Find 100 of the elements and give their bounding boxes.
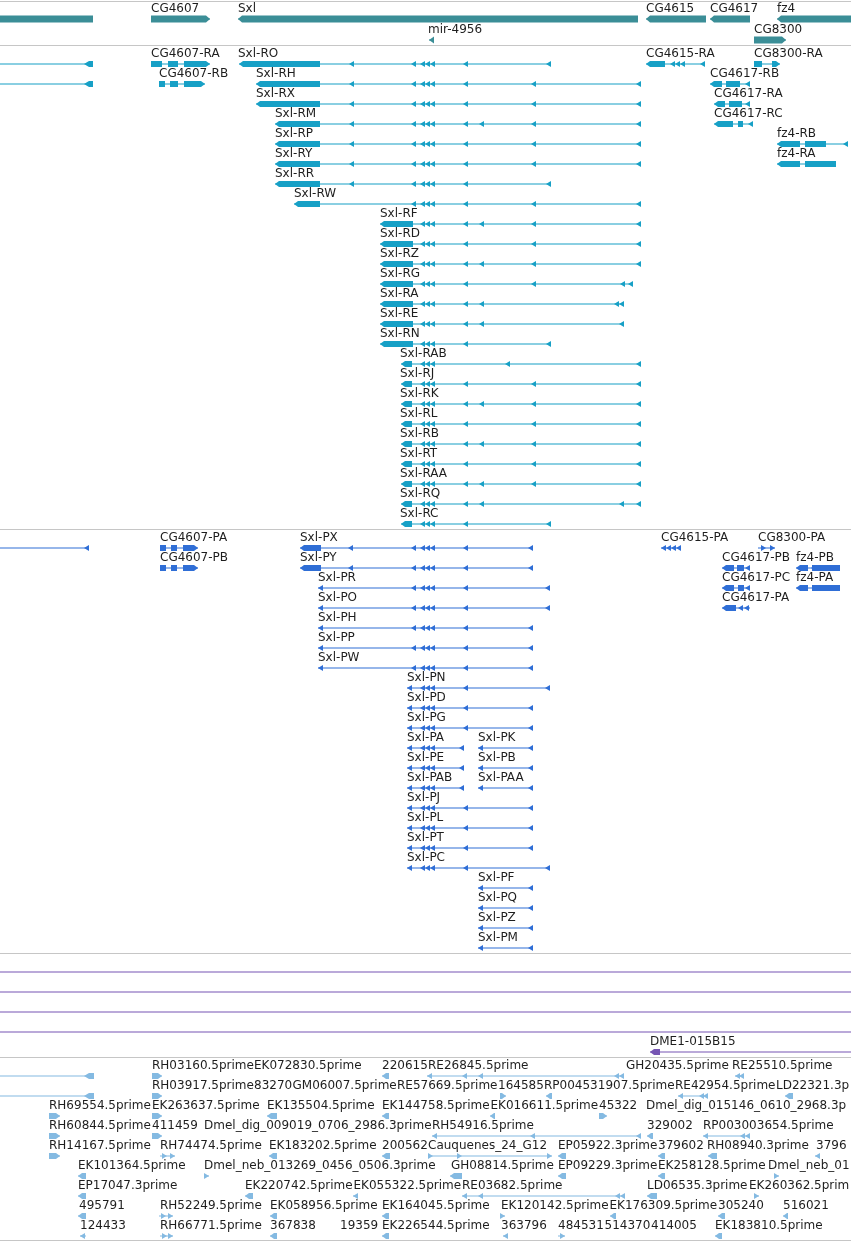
- feature-label: Sxl-RM: [275, 107, 317, 119]
- feature-label: Sxl-PM: [478, 931, 518, 943]
- feature-label: CG4617-PA: [722, 591, 790, 603]
- feature-label: CG4607-RB: [159, 67, 229, 79]
- feature-label: 164585: [498, 1079, 544, 1091]
- feature-label: Sxl-RH: [256, 67, 296, 79]
- feature-label: RH69554.5prime: [49, 1099, 151, 1111]
- feature-label: Sxl-RO: [238, 47, 279, 59]
- feature-label: RE03682.5prime: [462, 1179, 563, 1191]
- feature-label: CG4607: [151, 2, 200, 14]
- feature-label: Sxl-PH: [318, 611, 357, 623]
- feature-label: Dmel_neb_01: [768, 1159, 850, 1171]
- feature-label: EK101364.5prime: [78, 1159, 186, 1171]
- feature-label: RH03160.5prime: [152, 1059, 254, 1071]
- feature-label: RH03917.5prime: [152, 1079, 254, 1091]
- feature-label: CG4617: [710, 2, 759, 14]
- feature-label: Sxl-PK: [478, 731, 516, 743]
- feature-label: EK183810.5prime: [715, 1219, 823, 1231]
- feature-label: Sxl-RB: [400, 427, 439, 439]
- feature-label: EK120142.5prime: [501, 1199, 609, 1211]
- feature-label: Sxl-RT: [400, 447, 438, 459]
- feature-label: RH74474.5prime: [160, 1139, 262, 1151]
- feature-label: EK263637.5prime: [152, 1099, 260, 1111]
- feature-label: EK058956.5prime: [270, 1199, 378, 1211]
- feature-label: Sxl-RJ: [400, 367, 435, 379]
- feature-label: RE25510.5prime: [732, 1059, 833, 1071]
- feature-label: 495791: [79, 1199, 125, 1211]
- feature-label: RH52249.5prime: [160, 1199, 262, 1211]
- feature-label: 484531: [558, 1219, 604, 1231]
- feature-label: Sxl-RE: [380, 307, 419, 319]
- feature-label: Sxl-PO: [318, 591, 358, 603]
- feature-label: RH60844.5prime: [49, 1119, 151, 1131]
- feature-label: fz4-RA: [777, 147, 816, 159]
- feature-label: GH08814.5prime: [451, 1159, 554, 1171]
- feature-label: CG4607-PA: [160, 531, 228, 543]
- feature-label: CG4607-RA: [151, 47, 220, 59]
- feature-label: 200562: [382, 1139, 428, 1151]
- feature-label: 363796: [501, 1219, 547, 1231]
- feature-label: 220615: [382, 1059, 428, 1071]
- feature-label: fz4-RB: [777, 127, 817, 139]
- feature-label: CG8300: [754, 23, 803, 35]
- feature-label: 305240: [718, 1199, 764, 1211]
- feature-label: Sxl-PF: [478, 871, 515, 883]
- feature-label: Dmel_dig_015146_0610_2968.3p: [646, 1099, 847, 1111]
- feature-label: fz4-PB: [796, 551, 834, 563]
- feature-label: CG4607-PB: [160, 551, 228, 563]
- feature-label: EK072830.5prime: [254, 1059, 362, 1071]
- feature-label: LD22321.3p: [776, 1079, 850, 1091]
- feature-label: 379602: [658, 1139, 704, 1151]
- feature-label: Sxl-RP: [275, 127, 313, 139]
- feature-label: fz4: [777, 2, 796, 14]
- feature-label: Sxl-PB: [478, 751, 516, 763]
- feature-label: 45322: [599, 1099, 638, 1111]
- feature-label: EK164045.5prime: [382, 1199, 490, 1211]
- feature-label: CG4615: [646, 2, 695, 14]
- feature-label: Sxl-PC: [407, 851, 445, 863]
- feature-label: CG8300-RA: [754, 47, 823, 59]
- feature-label: Sxl-PQ: [478, 891, 518, 903]
- feature-label: RH54916.5prime: [432, 1119, 534, 1131]
- feature-label: LD06535.3prime: [647, 1179, 748, 1191]
- feature-label: Dmel_dig_009019_0706_2986.3prime: [204, 1119, 432, 1131]
- feature-label: CG8300-PA: [758, 531, 826, 543]
- feature-label: Sxl-RZ: [380, 247, 419, 259]
- feature-label: Sxl-RW: [294, 187, 337, 199]
- feature-label: Sxl-RD: [380, 227, 420, 239]
- feature-label: CG4617-RC: [714, 107, 783, 119]
- feature-label: Sxl-PA: [407, 731, 445, 743]
- feature-label: 411459: [152, 1119, 198, 1131]
- feature-label: Dmel_neb_013269_0456_0506.3prime: [204, 1159, 436, 1171]
- feature-label: DME1-015B15: [650, 1035, 736, 1047]
- feature-label: Sxl-PZ: [478, 911, 516, 923]
- feature-label: EK226544.5prime: [382, 1219, 490, 1231]
- feature-label: EK220742.5prime: [245, 1179, 353, 1191]
- feature-label: EK055322.5prime: [353, 1179, 462, 1191]
- feature-label: Cauquenes_24_G12: [428, 1139, 548, 1151]
- feature-label: GM06007.5prime: [292, 1079, 397, 1091]
- feature-label: EK176309.5prime: [609, 1199, 718, 1211]
- feature-label: Sxl-RX: [256, 87, 295, 99]
- feature-label: EP09229.3prime: [558, 1159, 658, 1171]
- feature-label: EP05922.3prime: [558, 1139, 658, 1151]
- feature-label: Sxl-RAA: [400, 467, 447, 479]
- feature-label: Sxl-PAB: [407, 771, 453, 783]
- feature-label: Sxl-RY: [275, 147, 313, 159]
- feature-label: Sxl-PJ: [407, 791, 441, 803]
- feature-label: 414005: [651, 1219, 697, 1231]
- feature-label: CG4617-PB: [722, 551, 790, 563]
- feature-label: CG4617-PC: [722, 571, 791, 583]
- feature-label: Sxl-RK: [400, 387, 439, 399]
- feature-label: Sxl-PL: [407, 811, 444, 823]
- feature-label: fz4-PA: [796, 571, 834, 583]
- feature-label: EK260362.5prim: [749, 1179, 850, 1191]
- feature-label: Sxl-RG: [380, 267, 421, 279]
- feature-label: Sxl-PT: [407, 831, 444, 843]
- feature-label: Sxl-PP: [318, 631, 355, 643]
- feature-label: Sxl-PN: [407, 671, 446, 683]
- feature-label: EP17047.3prime: [78, 1179, 178, 1191]
- feature-label: 516021: [783, 1199, 829, 1211]
- feature-label: RE42954.5prime: [675, 1079, 776, 1091]
- feature-label: Sxl-RL: [400, 407, 438, 419]
- feature-label: Sxl: [238, 2, 257, 14]
